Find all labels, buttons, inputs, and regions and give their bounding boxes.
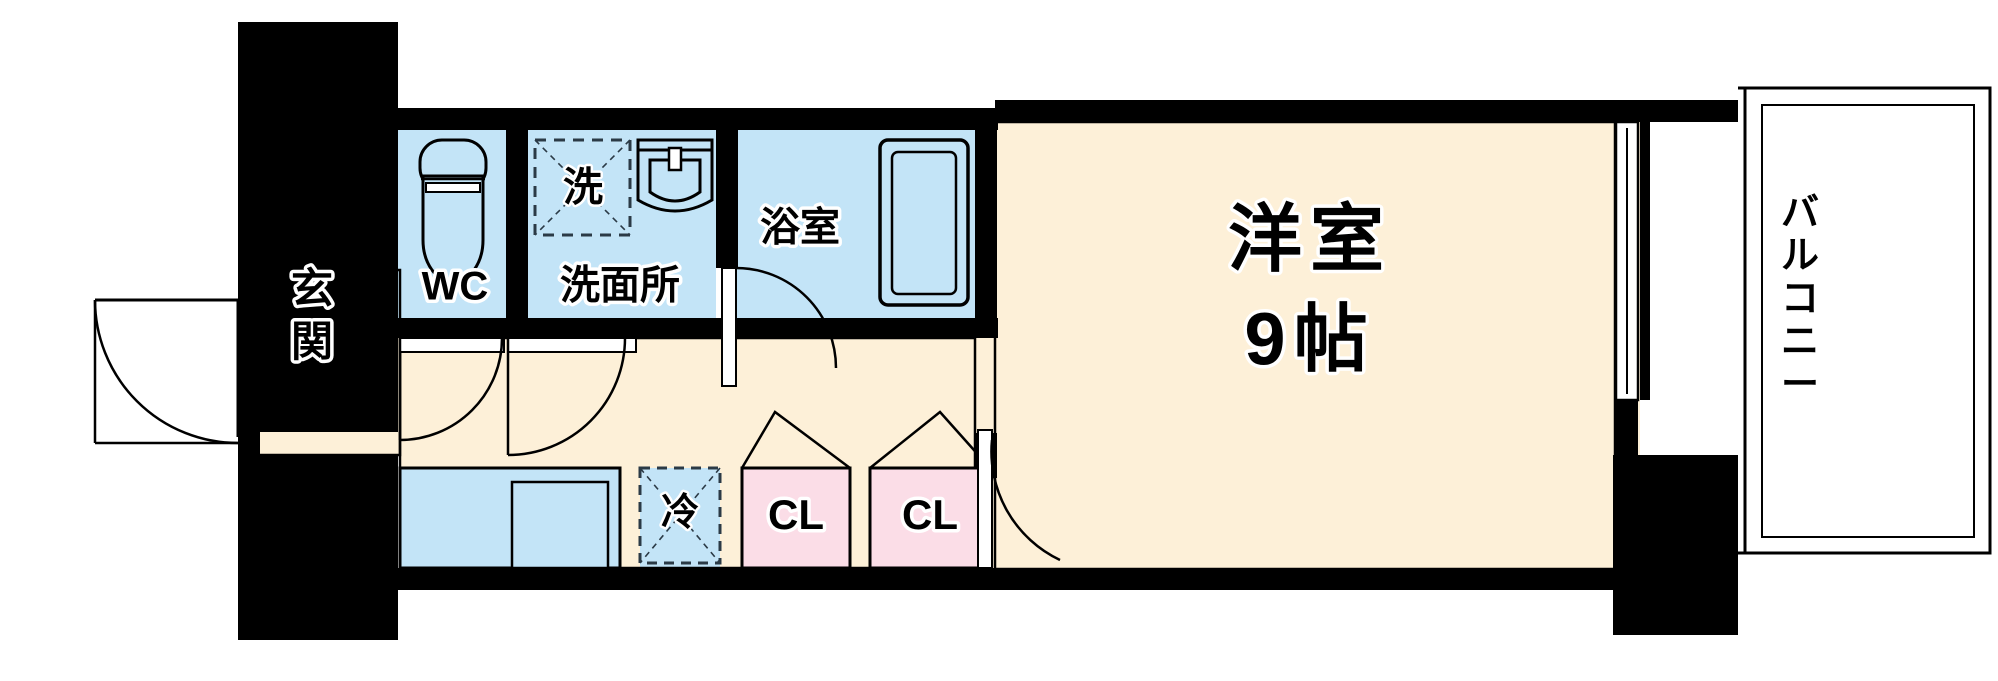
- bath-door-leaf: [721, 267, 737, 387]
- entrance-outline: [256, 268, 402, 457]
- bathtub-inner: [890, 150, 958, 296]
- wall-entrance-left: [238, 432, 260, 456]
- room-door-swing-arc: [990, 439, 1061, 562]
- fridge-slot: [638, 466, 722, 565]
- main-room-floor: [995, 120, 1640, 570]
- wc-door-swing-arc: [399, 337, 504, 442]
- entrance-door[interactable]: [93, 298, 240, 445]
- wall-bottom: [398, 568, 1638, 590]
- bath-door[interactable]: [721, 266, 838, 387]
- balcony-inner-outline: [1761, 104, 1975, 538]
- wall-top-right-block: [1638, 100, 1738, 122]
- closet-1-label: CL: [768, 491, 824, 538]
- closet-2-outline: [868, 466, 992, 570]
- washer-label: 洗: [563, 166, 603, 210]
- closet-door-2: [869, 410, 991, 469]
- wc-door[interactable]: [398, 337, 505, 442]
- closet-folding-doors[interactable]: [740, 410, 991, 470]
- toilet-label: WC: [422, 265, 489, 309]
- balcony-label-char1: バ: [1781, 192, 1819, 234]
- wall-top-wet: [398, 108, 998, 130]
- toilet-flush-handle: [425, 182, 481, 193]
- closet-1-outline: [740, 466, 852, 570]
- wall-bottom-right-block: [1638, 455, 1738, 635]
- bath-door-swing-arc: [735, 266, 838, 369]
- wall-wc-washroom: [506, 108, 528, 320]
- washroom-label: 洗面所: [560, 264, 680, 308]
- washer-slot-x2: [534, 139, 631, 236]
- balcony-label-char5: ー: [1781, 364, 1819, 406]
- wall-details: [1616, 100, 1738, 635]
- washroom-door[interactable]: [506, 337, 637, 457]
- fridge-slot-x2: [639, 467, 721, 564]
- kitchen-sink: [510, 480, 610, 570]
- main-room-size-label: 9帖: [1244, 298, 1375, 381]
- washbasin-bowl: [648, 158, 702, 203]
- fridge-label: 冷: [661, 492, 699, 534]
- washbasin-fixture: [636, 138, 714, 213]
- washroom-door-leaf: [507, 337, 637, 353]
- bathtub-fixture: [878, 138, 970, 307]
- balcony-window-sash-upper: [1640, 122, 1650, 262]
- wc-door-leaf: [399, 337, 505, 353]
- wall-bath-mainroom: [975, 108, 997, 323]
- wall-right-sill: [1616, 455, 1738, 477]
- closet-door-1: [740, 410, 851, 470]
- balcony-label-char2: ル: [1781, 235, 1819, 277]
- wall-top-main: [995, 100, 1613, 122]
- room-door[interactable]: [977, 429, 1061, 569]
- toilet-bowl: [421, 174, 485, 284]
- balcony-window-sash-lower: [1640, 262, 1650, 400]
- entrance-door-swing-arc: [93, 299, 239, 445]
- balcony: [1738, 86, 1992, 555]
- balcony-label-char3: コ: [1781, 278, 1819, 320]
- entrance-step-outline: [256, 226, 372, 275]
- wall-washroom-bath: [716, 108, 738, 268]
- entrance-label-char2: 関: [291, 318, 333, 365]
- balcony-label-char4: ニ: [1781, 321, 1819, 363]
- balcony-label: バ ル コ ニ ー: [1777, 189, 1822, 410]
- washer-slot-box: [533, 138, 632, 237]
- fridge-slot-x1: [639, 467, 721, 564]
- main-room-label: 洋室: [1228, 198, 1392, 281]
- wall-right-lower: [1616, 400, 1638, 460]
- bath-label: 浴室: [760, 206, 840, 250]
- room-door-leaf: [977, 429, 993, 569]
- entrance-label-char1: 玄: [291, 265, 333, 312]
- wall-lower-core: [238, 455, 398, 640]
- closet-2: [868, 466, 992, 570]
- closet-1: [740, 466, 852, 570]
- washroom-door-swing-arc: [507, 337, 627, 457]
- wall-bottom-wet: [398, 318, 998, 338]
- kitchen-counter: [398, 466, 622, 570]
- washer-slot: [533, 138, 632, 237]
- washbasin-faucet: [667, 146, 683, 172]
- closet-2-label: CL: [902, 491, 958, 538]
- balcony-window[interactable]: [1614, 120, 1650, 402]
- toilet-fixture: [418, 138, 488, 284]
